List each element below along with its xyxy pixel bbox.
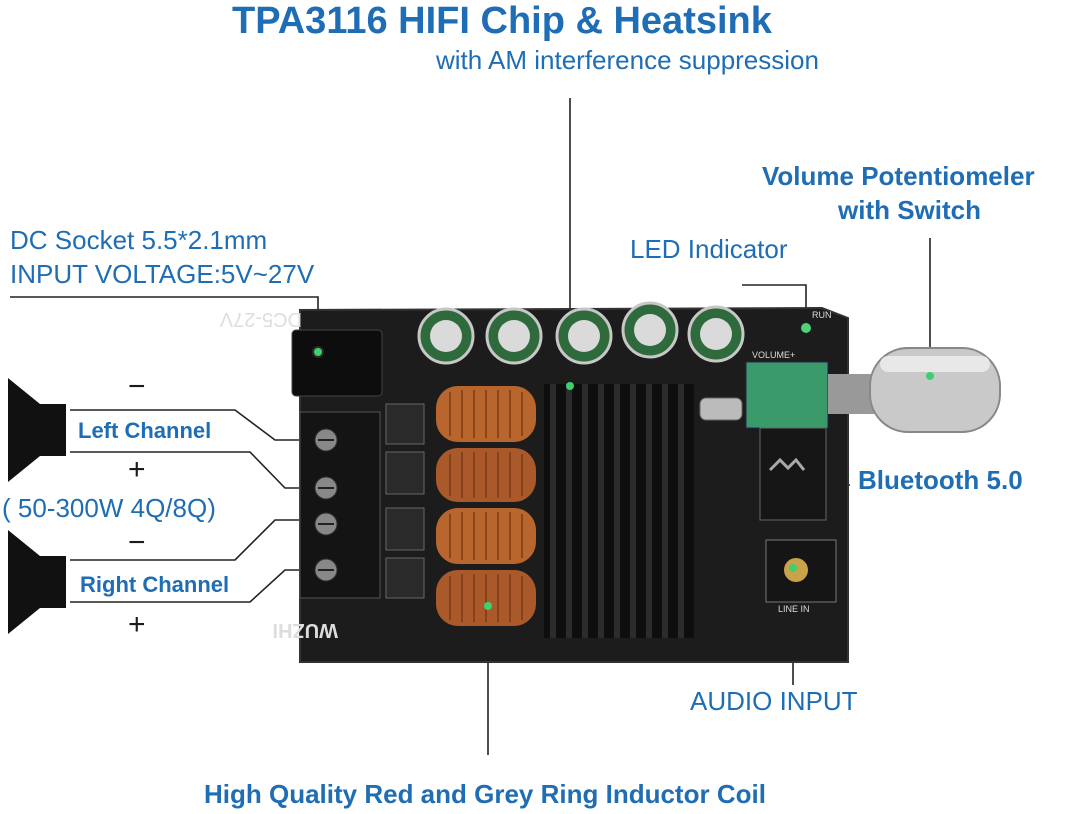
board-volume: VOLUME+ <box>752 350 795 360</box>
right-channel-label: Right Channel <box>80 572 230 597</box>
left-minus-sign: − <box>128 370 146 403</box>
bluetooth-module <box>759 427 827 521</box>
left-channel-label: Left Channel <box>78 418 212 443</box>
right-speaker-icon <box>8 530 66 634</box>
bluetooth-label: Bluetooth 5.0 <box>858 465 1023 495</box>
page-subtitle: with AM interference suppression <box>436 45 819 75</box>
power-spec-label: ( 50-300W 4Q/8Q) <box>2 493 216 523</box>
volume-knob <box>869 347 1001 433</box>
led-indicator-dot <box>801 323 811 333</box>
speaker-terminal-block <box>299 411 381 599</box>
board-line-in: LINE IN <box>778 604 810 614</box>
inductor-label: High Quality Red and Grey Ring Inductor … <box>204 779 766 809</box>
dc-label-line2: INPUT VOLTAGE:5V~27V <box>10 259 315 289</box>
volume-label-line1: Volume Potentiomeler <box>762 161 1035 191</box>
board-dc-rating: DC5-27V <box>219 308 302 330</box>
audio-input-label: AUDIO INPUT <box>690 686 858 716</box>
volume-label-line2: with Switch <box>838 195 981 225</box>
led-label: LED Indicator <box>630 234 788 264</box>
page-title: TPA3116 HIFI Chip & Heatsink <box>232 0 772 42</box>
board-run: RUN <box>812 310 832 320</box>
volume-potentiometer <box>745 361 829 429</box>
right-plus-sign: + <box>128 608 146 641</box>
dc-label-line1: DC Socket 5.5*2.1mm <box>10 225 268 255</box>
capacitor-row <box>417 301 745 365</box>
right-minus-sign: − <box>128 526 146 559</box>
left-plus-sign: + <box>128 453 146 486</box>
board-brand: WUZHI <box>272 619 338 641</box>
heatsink <box>544 384 694 638</box>
left-speaker-icon <box>8 378 66 482</box>
amplifier-board <box>291 301 1001 663</box>
inductor-coils <box>436 386 536 626</box>
dc-socket <box>291 329 383 397</box>
